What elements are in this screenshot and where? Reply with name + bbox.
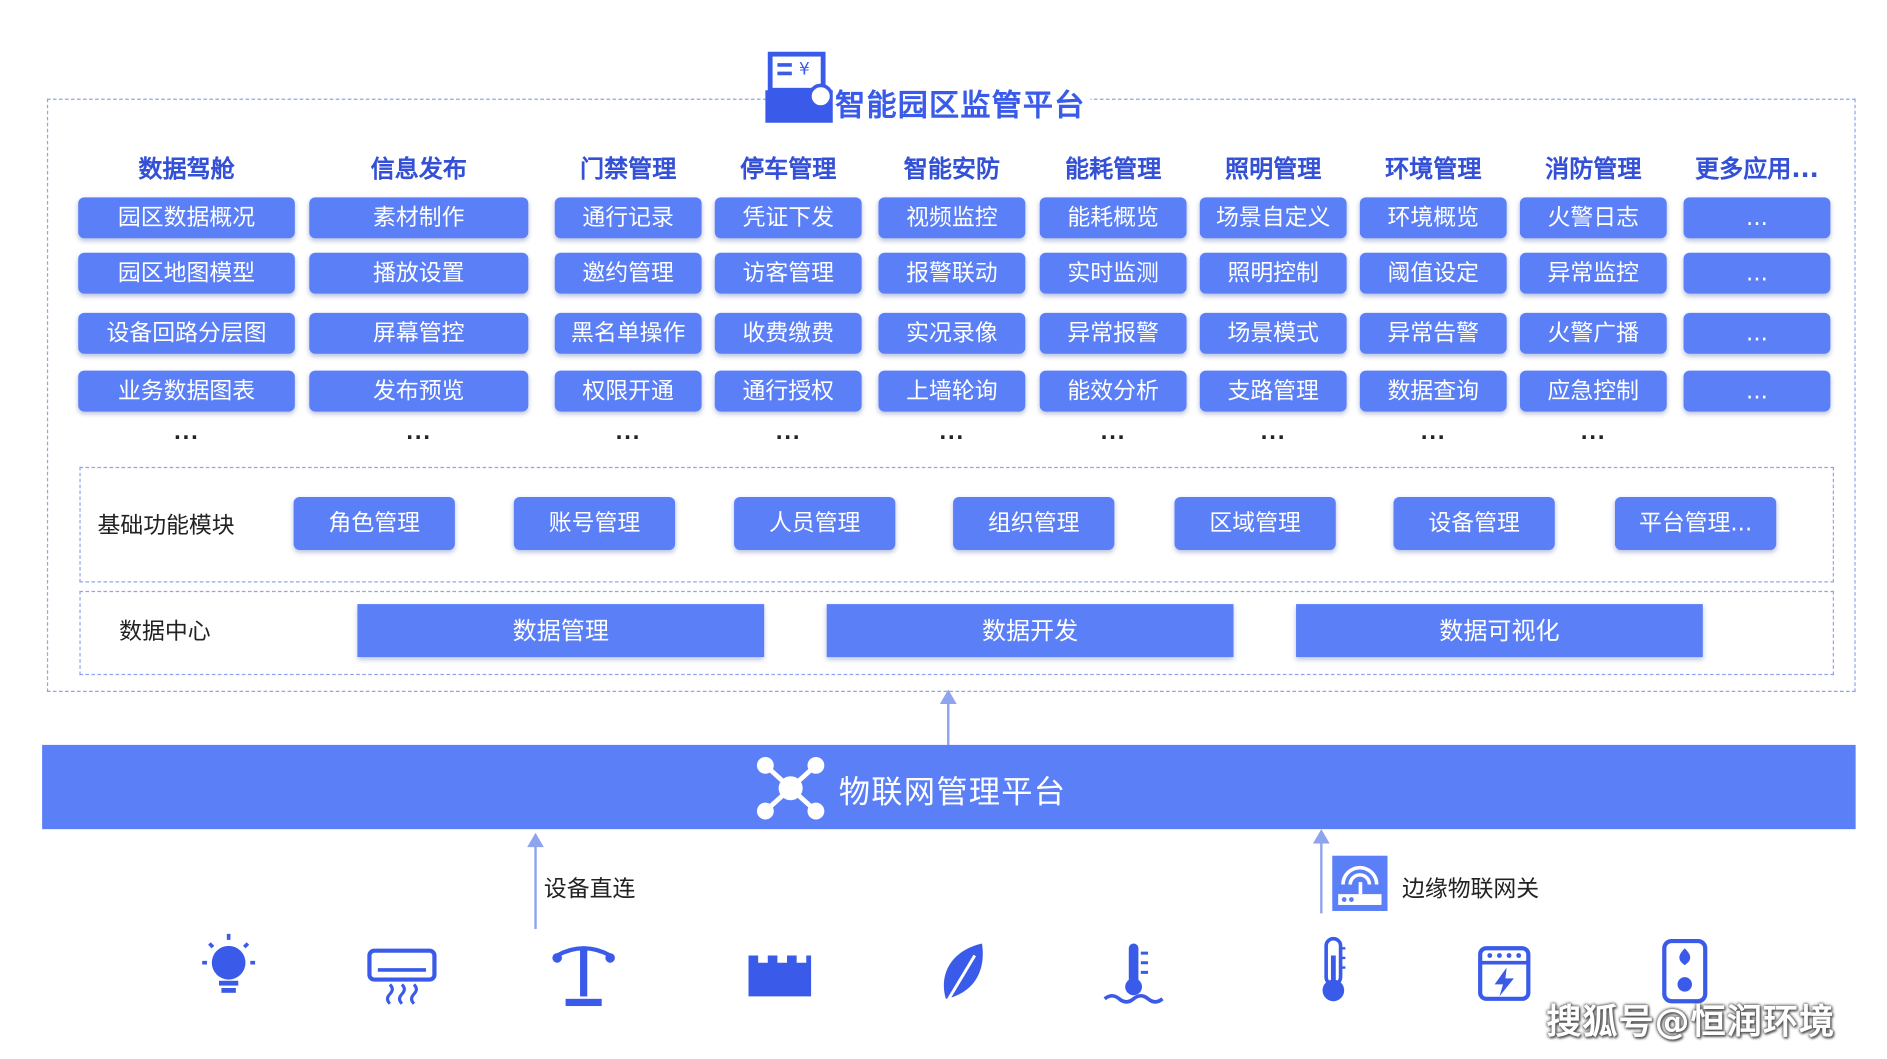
iot-platform-bar: 物联网管理平台 — [42, 744, 1856, 830]
module-item-button[interactable]: 实时监测 — [1039, 252, 1187, 294]
module-column-title: 能耗管理 — [1065, 154, 1162, 183]
module-item-button[interactable]: 能效分析 — [1039, 370, 1187, 412]
module-item-button[interactable]: 通行记录 — [554, 197, 702, 239]
basic-modules-label: 基础功能模块 — [97, 512, 235, 540]
module-column-title: 数据驾舱 — [138, 154, 235, 183]
module-item-button[interactable]: 上墙轮询 — [878, 370, 1026, 412]
water-temperature-icon — [1103, 943, 1164, 1004]
data-center-button[interactable]: 数据可视化 — [1296, 604, 1703, 658]
module-item-button[interactable]: 凭证下发 — [714, 197, 862, 239]
watermark: 搜狐号@恒润环境 — [1546, 1001, 1836, 1043]
module-item-button[interactable]: 报警联动 — [878, 252, 1026, 294]
svg-text:¥: ¥ — [799, 59, 810, 79]
more-items-ellipsis: ... — [405, 421, 432, 445]
module-item-button[interactable]: 设备回路分层图 — [78, 312, 295, 354]
gateway-router-icon — [1332, 855, 1388, 911]
module-item-button[interactable]: 支路管理 — [1199, 370, 1347, 412]
module-item-button[interactable]: 收费缴费 — [714, 312, 862, 354]
basic-module-button[interactable]: 组织管理 — [953, 497, 1115, 550]
fire-sensor-icon — [1662, 938, 1708, 1004]
more-items-ellipsis: ... — [1580, 421, 1607, 445]
module-column-title: 停车管理 — [740, 154, 837, 183]
module-item-button[interactable]: 能耗概览 — [1039, 197, 1187, 239]
module-item-button[interactable]: 照明控制 — [1199, 252, 1347, 294]
module-column-title: 环境管理 — [1385, 154, 1482, 183]
iot-platform-label: 物联网管理平台 — [838, 774, 1067, 812]
basic-module-button[interactable]: 区域管理 — [1174, 497, 1336, 550]
lightbulb-icon — [202, 933, 256, 993]
module-item-button[interactable]: 数据查询 — [1359, 370, 1507, 412]
data-center-button[interactable]: 数据开发 — [826, 604, 1234, 658]
module-item-button[interactable]: 播放设置 — [309, 252, 529, 294]
module-item-button[interactable]: ... — [1683, 312, 1831, 354]
arrow-head-icon — [527, 832, 544, 848]
module-item-button[interactable]: 权限开通 — [554, 370, 702, 412]
arrow-direct-connection — [534, 842, 537, 930]
module-column-title: 智能安防 — [903, 154, 1001, 183]
module-item-button[interactable]: 园区地图模型 — [78, 252, 295, 294]
module-column-title: 照明管理 — [1225, 154, 1322, 183]
module-item-button[interactable]: 场景模式 — [1199, 312, 1347, 354]
module-item-button[interactable]: 访客管理 — [714, 252, 862, 294]
arrow-up-platform — [947, 697, 950, 747]
module-item-button[interactable]: 阈值设定 — [1359, 252, 1507, 294]
data-center-button[interactable]: 数据管理 — [357, 604, 765, 658]
module-item-button[interactable]: ... — [1683, 197, 1831, 239]
module-item-button[interactable]: 业务数据图表 — [78, 370, 295, 412]
module-item-button[interactable]: 黑名单操作 — [554, 312, 702, 354]
module-item-button[interactable]: 实况录像 — [878, 312, 1026, 354]
module-item-button[interactable]: 场景自定义 — [1199, 197, 1347, 239]
more-items-ellipsis: ... — [615, 421, 641, 445]
more-items-ellipsis: ... — [939, 421, 965, 445]
module-item-button[interactable]: 应急控制 — [1519, 370, 1667, 412]
module-column-title: 更多应用... — [1695, 154, 1819, 183]
module-item-button[interactable]: 视频监控 — [878, 197, 1026, 239]
electric-box-icon — [1478, 946, 1531, 1001]
module-column-title: 门禁管理 — [580, 154, 677, 183]
more-items-ellipsis: ... — [775, 421, 801, 445]
module-item-button[interactable]: 火警日志 — [1519, 197, 1667, 239]
air-conditioner-icon — [367, 948, 437, 1005]
more-items-ellipsis: ... — [173, 421, 200, 445]
module-item-button[interactable]: 发布预览 — [309, 370, 529, 412]
module-item-button[interactable]: ... — [1683, 370, 1831, 412]
module-item-button[interactable]: 邀约管理 — [554, 252, 702, 294]
platform-title-group: ¥ 智能园区监管平台 — [763, 51, 1124, 126]
basic-module-button[interactable]: 平台管理... — [1614, 497, 1777, 550]
module-column-title: 信息发布 — [370, 154, 467, 183]
leaf-icon — [943, 943, 983, 1005]
module-item-button[interactable]: 火警广播 — [1519, 312, 1667, 354]
basic-module-button[interactable]: 人员管理 — [734, 497, 896, 550]
module-item-button[interactable]: 异常监控 — [1519, 252, 1667, 294]
street-lamp-icon — [552, 946, 615, 1007]
module-item-button[interactable]: 素材制作 — [309, 197, 529, 239]
basic-module-button[interactable]: 角色管理 — [293, 497, 455, 550]
gateway-label: 边缘物联网关 — [1401, 876, 1540, 903]
module-item-button[interactable]: 园区数据概况 — [78, 197, 295, 239]
direct-connection-label: 设备直连 — [543, 876, 636, 903]
module-item-button[interactable]: 环境概览 — [1359, 197, 1507, 239]
monitor-platform-logo-icon: ¥ — [765, 51, 836, 123]
network-hub-icon — [756, 756, 825, 820]
basic-module-button[interactable]: 设备管理 — [1393, 497, 1555, 550]
module-item-button[interactable]: 通行授权 — [714, 370, 862, 412]
data-center-label: 数据中心 — [119, 618, 211, 646]
basic-modules-box — [79, 466, 1834, 583]
arrow-head-icon — [939, 689, 957, 704]
more-items-ellipsis: ... — [1420, 421, 1447, 445]
arrow-gateway — [1320, 838, 1323, 914]
basic-module-button[interactable]: 账号管理 — [513, 497, 676, 550]
more-items-ellipsis: ... — [1100, 421, 1126, 445]
data-center-box — [79, 590, 1834, 676]
thermometer-icon — [1322, 936, 1346, 1002]
module-item-button[interactable]: 异常告警 — [1359, 312, 1507, 354]
arrow-head-icon — [1312, 829, 1330, 844]
platform-title: 智能园区监管平台 — [832, 81, 1091, 126]
more-items-ellipsis: ... — [1260, 421, 1286, 445]
module-item-button[interactable]: 异常报警 — [1039, 312, 1187, 354]
module-item-button[interactable]: ... — [1683, 252, 1831, 294]
module-item-button[interactable]: 屏幕管控 — [309, 312, 529, 354]
module-column-title: 消防管理 — [1545, 154, 1642, 183]
barrier-gate-icon — [748, 955, 812, 997]
